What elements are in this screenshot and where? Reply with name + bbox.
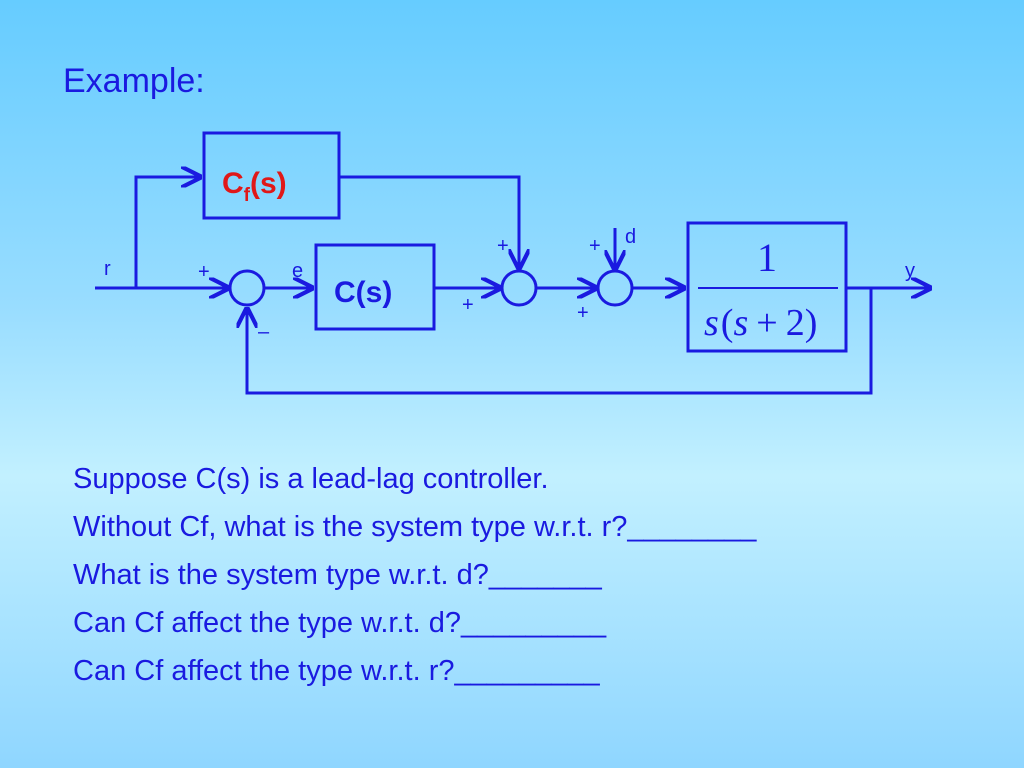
slide-title: Example: [63,62,205,100]
cf-output-line [339,175,519,268]
sign-plus-junction2-left: + [462,294,474,316]
sign-plus-junction2-top: + [497,235,509,257]
question-line: Without Cf, what is the system type w.r.… [73,511,757,543]
question-line: Suppose C(s) is a lead-lag controller. [73,463,549,495]
signal-e-label: e [292,260,303,282]
question-line: Can Cf affect the type w.r.t. r?________… [73,655,600,687]
plant-denominator: s(s+2) [704,302,817,344]
signal-d-label: d [625,226,636,248]
summing-junction-3 [596,269,634,307]
feedback-path [247,288,873,395]
sign-plus-junction3-top: + [589,235,601,257]
feedforward-branch [134,177,200,288]
signal-r-label: r [104,258,111,280]
sign-plus-junction1: + [198,261,210,283]
c-block-label: C(s) [334,276,392,309]
sign-minus-junction1: – [258,321,270,343]
question-list: Suppose C(s) is a lead-lag controller. W… [73,455,756,695]
summing-junction-1 [228,269,266,307]
summing-junction-2 [500,269,538,307]
block-diagram: Cf(s) C(s) 1 s(s+2) r e d y + – + + + + [95,131,1024,395]
sign-plus-junction3-left: + [577,302,589,324]
question-line: What is the system type w.r.t. d?_______ [73,559,602,591]
question-line: Can Cf affect the type w.r.t. d?________… [73,607,607,639]
signal-y-label: y [905,260,915,282]
plant-numerator: 1 [757,235,777,280]
cf-block-label: Cf(s) [222,167,287,206]
